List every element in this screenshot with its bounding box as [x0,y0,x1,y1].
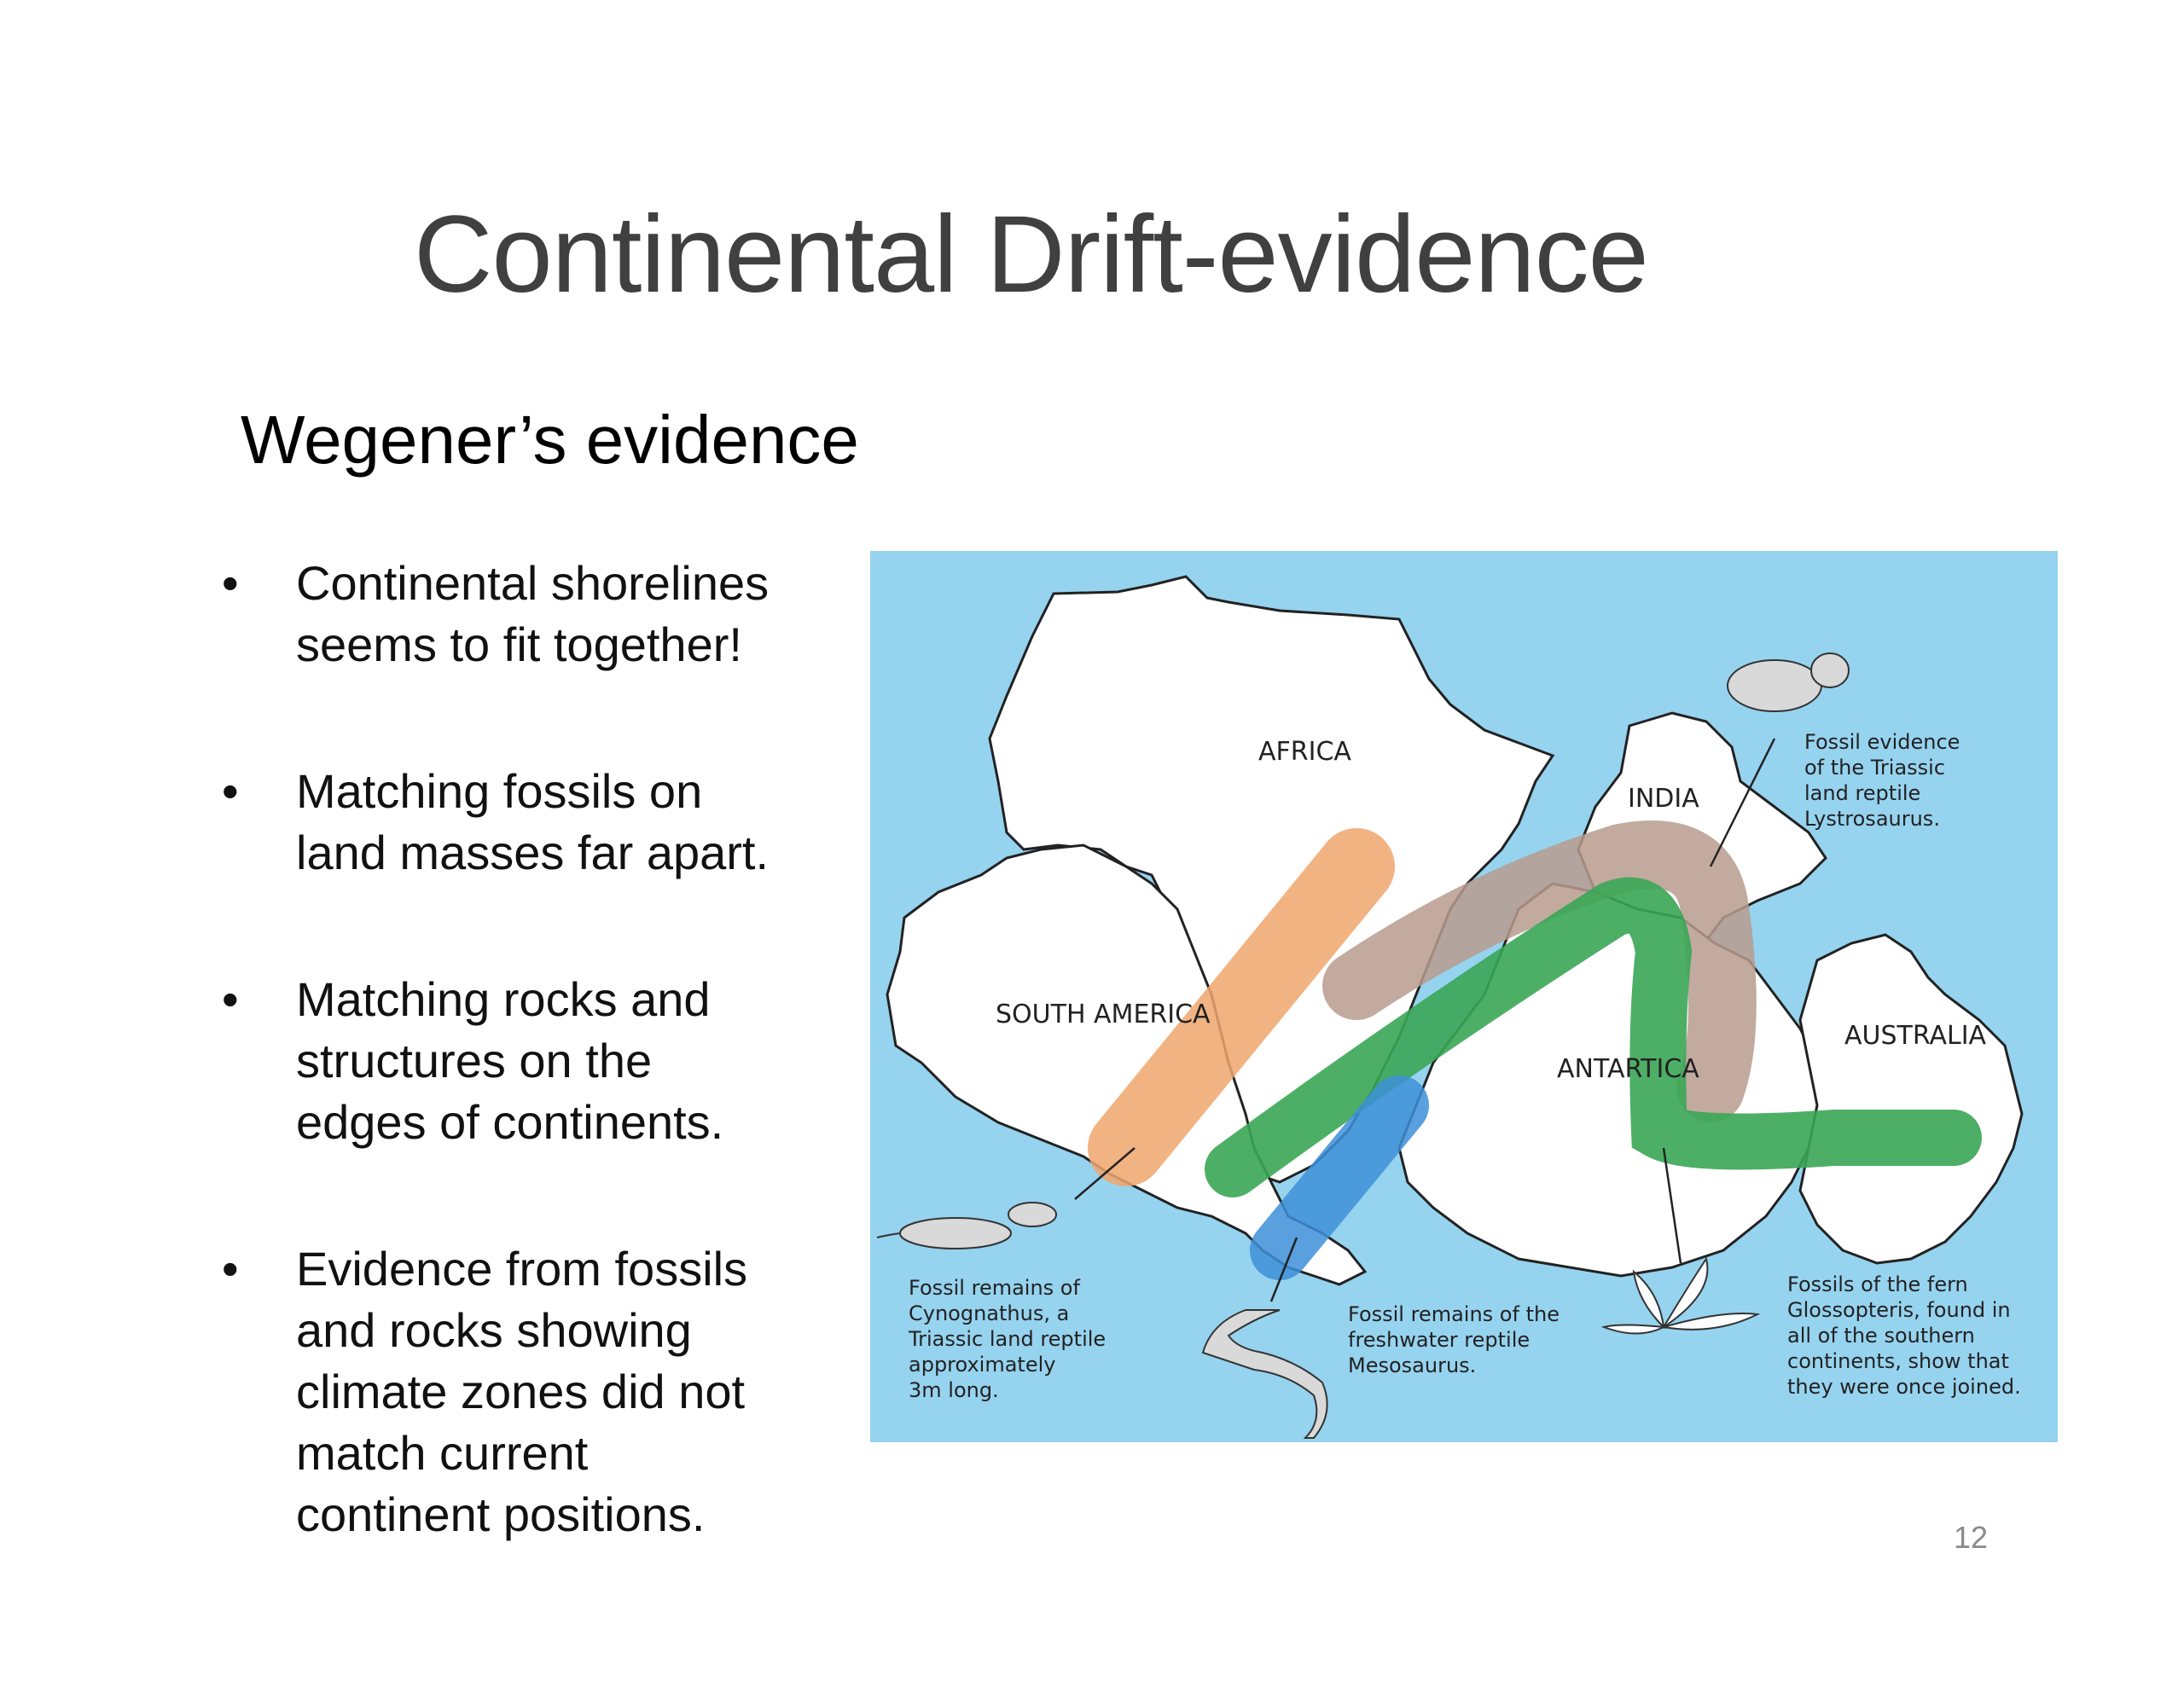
lystrosaurus-caption: Fossil evidence of the Triassic land rep… [1804,730,1960,831]
glossopteris-fossil-band [1205,877,1982,1197]
bullet-line: Evidence from fossils [296,1242,748,1296]
caption-line: Cynognathus, a [909,1301,1069,1325]
page-number: 12 [1954,1520,1989,1555]
bullet-line: Matching fossils on [296,764,703,818]
bullet-line: land masses far apart. [296,826,770,879]
south-america-label: SOUTH AMERICA [996,1000,1211,1029]
bullet-line: match current [296,1426,589,1480]
caption-line: Triassic land reptile [908,1327,1106,1351]
bullet-item: • Continental shorelines seems to fit to… [215,553,829,675]
lystrosaurus-arrow [1709,738,1776,867]
bullet-line: seems to fit together! [296,617,742,671]
bullet-list: • Continental shorelines seems to fit to… [215,553,829,1631]
bullet-line: structures on the [296,1034,653,1087]
caption-line: 3m long. [909,1378,999,1402]
mesosaurus-illustration [1201,1309,1328,1439]
lystrosaurus-illustration [1727,652,1850,712]
pointer-arrows [1074,738,1776,1302]
lystrosaurus-fossil-band [1322,820,1757,1122]
slide-subtitle: Wegener’s evidence [241,402,859,478]
bullet-item: • Evidence from fossils and rocks showin… [215,1238,829,1545]
mesosaurus-arrow [1269,1237,1298,1302]
australia-label: AUSTRALIA [1844,1021,1987,1051]
caption-line: approximately [909,1353,1055,1377]
caption-line: all of the southern [1787,1324,1975,1348]
caption-line: Mesosaurus. [1348,1354,1476,1377]
cynognathus-caption: Fossil remains of Cynognathus, a Triassi… [908,1276,1106,1402]
cynognathus-illustration [876,1202,1057,1249]
mesosaurus-caption: Fossil remains of the freshwater reptile… [1348,1302,1560,1377]
slide-title: Continental Drift-evidence [414,194,1649,316]
caption-line: Fossil remains of the [1348,1302,1560,1326]
africa-label: AFRICA [1258,737,1351,767]
caption-line: freshwater reptile [1348,1328,1530,1352]
cynognathus-arrow [1074,1147,1136,1200]
caption-line: Lystrosaurus. [1804,807,1940,831]
bullet-line: continent positions. [296,1487,706,1541]
caption-line: Fossil remains of [909,1276,1080,1300]
bullet-dot-icon: • [222,556,239,610]
bullet-dot-icon: • [222,1242,239,1296]
glossopteris-caption: Fossils of the fern Glossopteris, found … [1787,1272,2021,1399]
caption-line: Fossil evidence [1804,730,1960,754]
caption-line: Fossils of the fern [1787,1272,1968,1296]
caption-line: Glossopteris, found in [1787,1298,2011,1322]
bullet-item: • Matching fossils on land masses far ap… [215,761,829,884]
mesosaurus-fossil-band [1250,1075,1429,1280]
glossopteris-arrow [1662,1147,1682,1264]
bullet-line: Matching rocks and [296,972,711,1026]
bullet-item: • Matching rocks and structures on the e… [215,969,829,1153]
gondwana-fossil-map: AFRICA SOUTH AMERICA INDIA ANTARTICA AUS… [870,551,2058,1442]
caption-line: land reptile [1804,781,1920,805]
bullet-line: and rocks showing [296,1303,692,1357]
bullet-line: climate zones did not [296,1365,746,1418]
caption-line: they were once joined. [1787,1375,2021,1399]
bullet-line: Continental shorelines [296,556,770,610]
bullet-dot-icon: • [222,764,239,818]
caption-line: continents, show that [1787,1349,2009,1373]
antarctica-label: ANTARTICA [1557,1054,1699,1084]
caption-line: of the Triassic [1804,756,1945,780]
bullet-line: edges of continents. [296,1095,724,1149]
bullet-dot-icon: • [222,972,239,1026]
cynognathus-fossil-band [1088,828,1395,1186]
india-label: INDIA [1628,784,1699,814]
glossopteris-illustration [1600,1256,1761,1335]
